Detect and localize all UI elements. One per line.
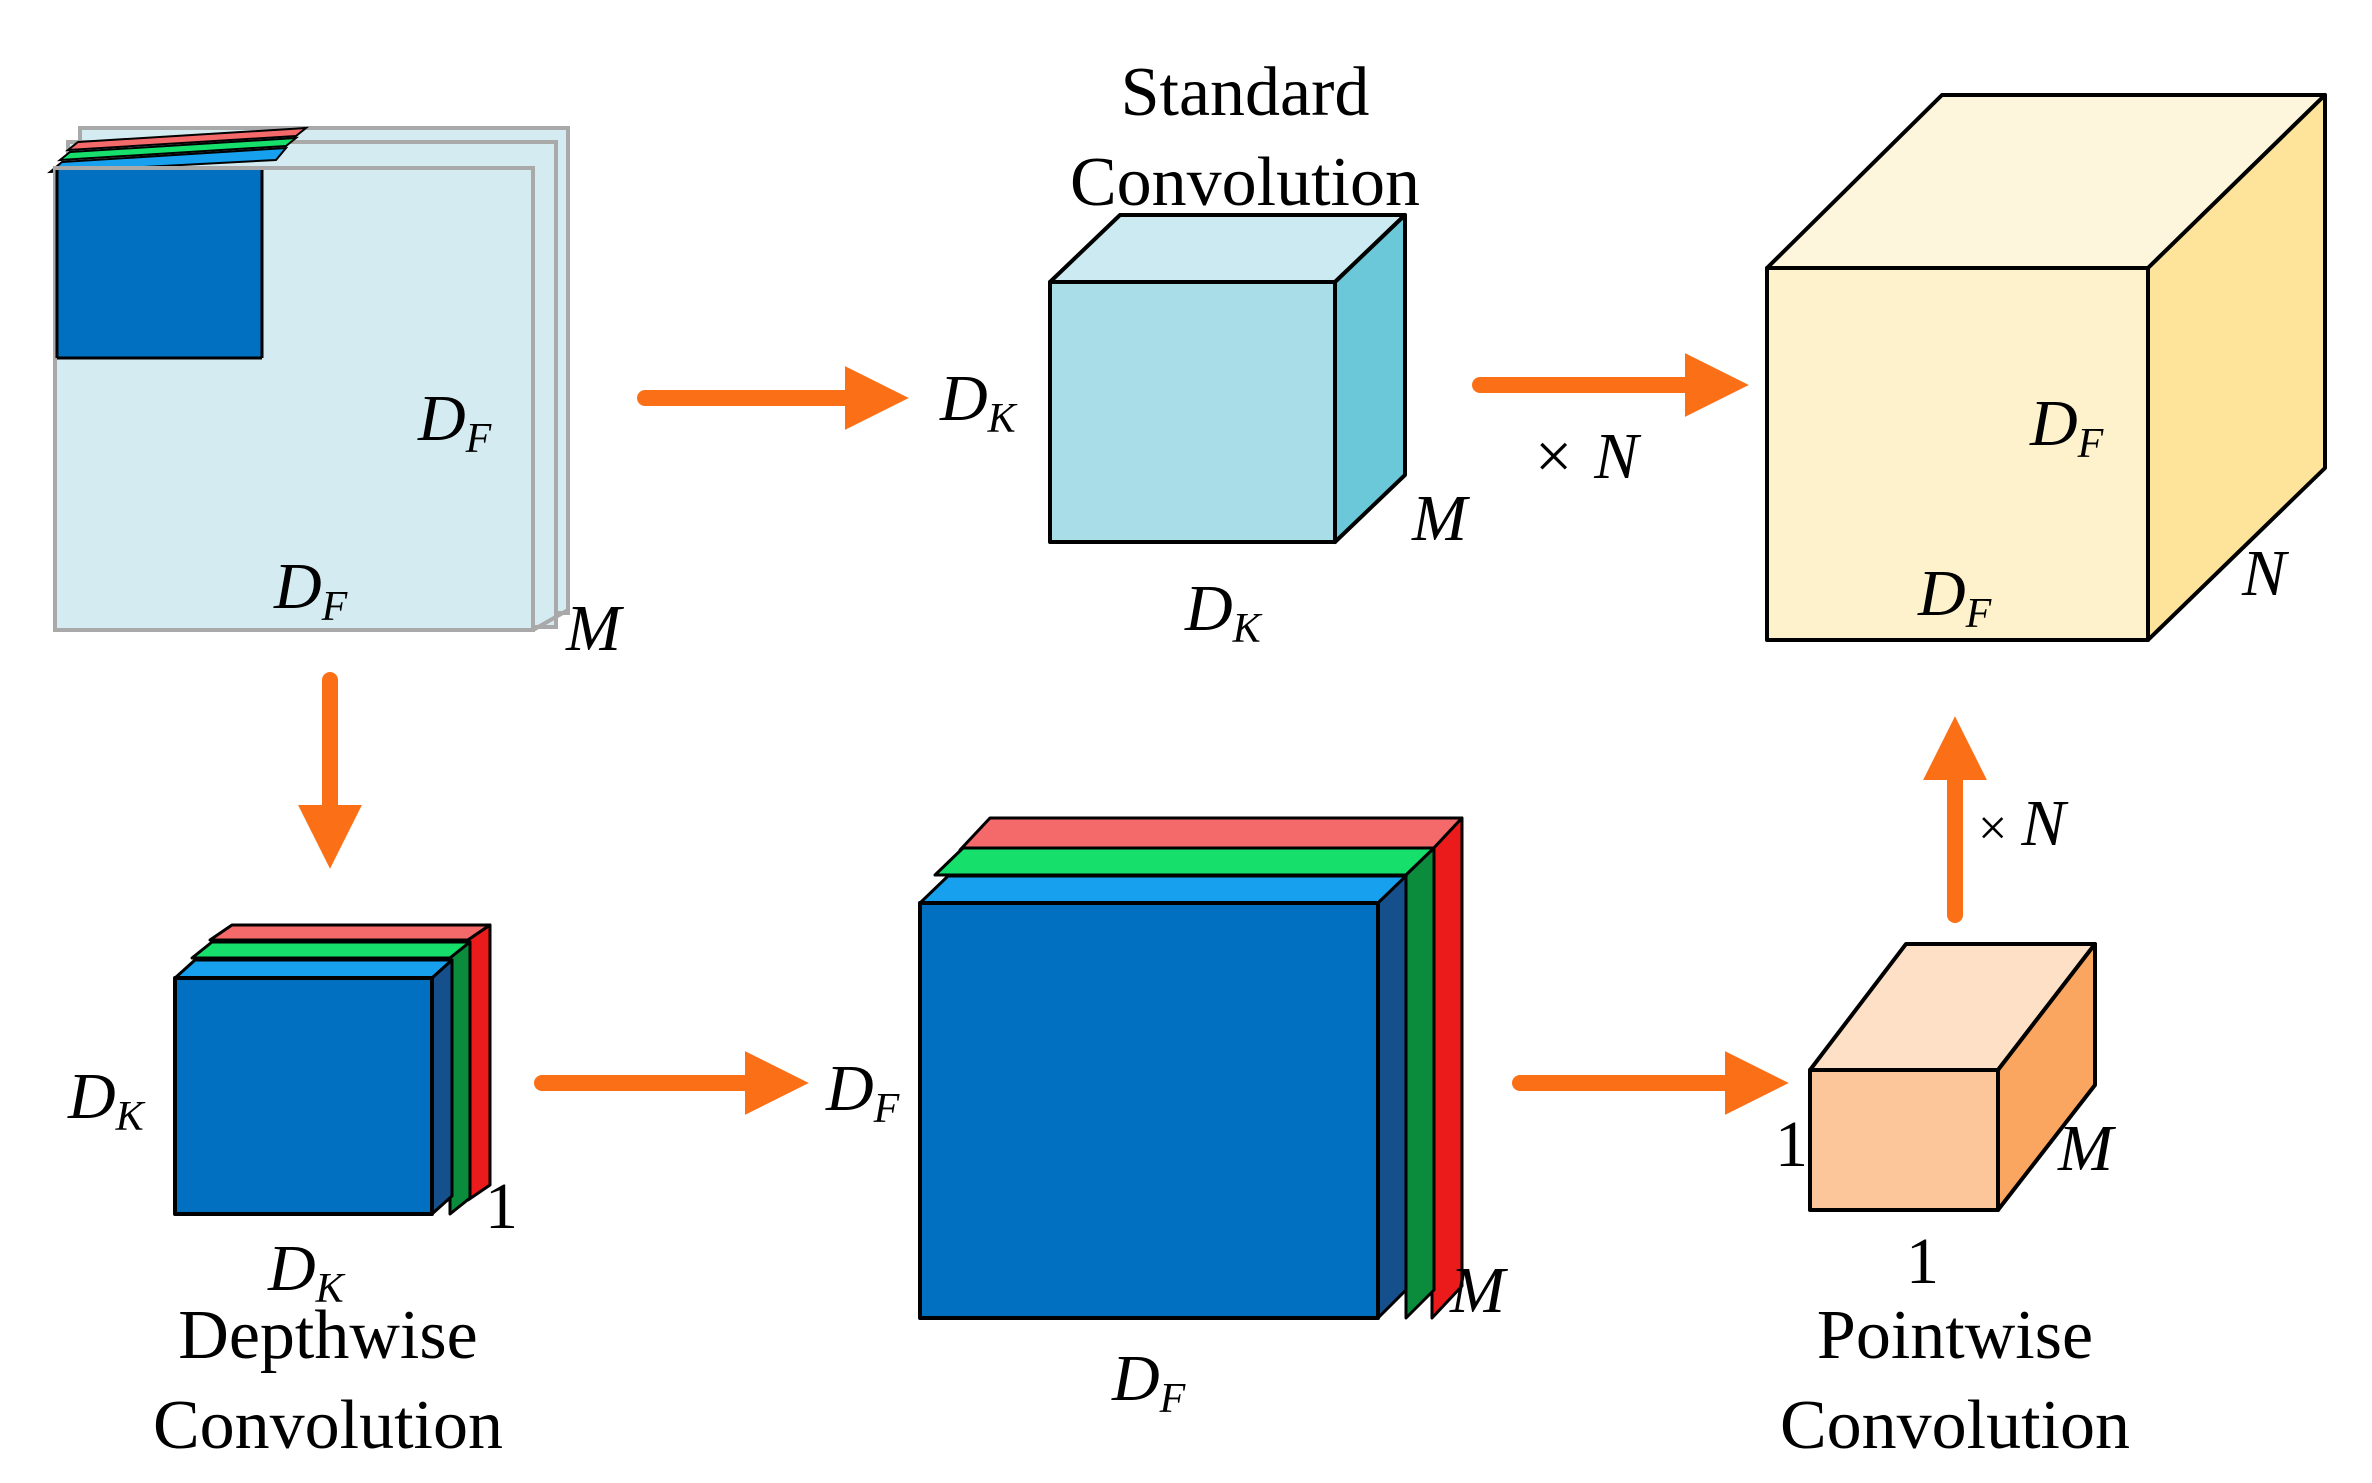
input-feature-map: DF DF M xyxy=(47,126,625,665)
output-height-label: DF xyxy=(2029,387,2104,467)
pointwise-kernel-depth-label: M xyxy=(2057,1112,2117,1185)
standard-caption-line1: Standard xyxy=(1121,54,1370,131)
depthwise-output-height-label: DF xyxy=(825,1052,900,1132)
depthwise-output-width-label: DF xyxy=(1111,1342,1186,1422)
pointwise-times-label: ×N xyxy=(1978,787,2069,860)
output-depth-label: N xyxy=(2241,537,2290,610)
depthwise-kernel-height-label: DK xyxy=(67,1060,146,1140)
output-front xyxy=(1765,266,2150,642)
standard-kernel-depth-label: M xyxy=(1411,482,1471,555)
pointwise-caption-line1: Pointwise xyxy=(1817,1297,2093,1374)
standard-kernel: Standard Convolution DK DK M xyxy=(939,54,1471,652)
output-feature-map: DF DF N xyxy=(1765,93,2327,642)
input-kernel-window xyxy=(57,170,262,358)
input-height-label: DF xyxy=(417,382,492,462)
standard-kernel-width-label: DK xyxy=(1184,572,1263,652)
input-width-label: DF xyxy=(273,550,348,630)
depthwise-output-front xyxy=(918,901,1380,1320)
pointwise-caption-line2: Convolution xyxy=(1780,1387,2130,1464)
depthwise-output-depth-label: M xyxy=(1449,1254,1509,1327)
pointwise-kernel-width-label: 1 xyxy=(1906,1225,1939,1298)
depthwise-caption-line2: Convolution xyxy=(153,1387,503,1464)
depthwise-kernel-width-label: DK xyxy=(267,1232,346,1312)
depthwise-output: DF DF M xyxy=(825,816,1509,1422)
standard-times-label: ×N xyxy=(1535,420,1642,493)
standard-kernel-height-label: DK xyxy=(939,362,1018,442)
input-kernel-green-strip xyxy=(56,136,300,162)
input-kernel-red-strip xyxy=(64,126,310,152)
standard-caption-line2: Convolution xyxy=(1070,144,1420,221)
depthwise-kernel-depth-label: 1 xyxy=(485,1170,518,1243)
input-depth-label: M xyxy=(565,592,625,665)
output-width-label: DF xyxy=(1917,557,1992,637)
arrows xyxy=(298,353,1987,1115)
pointwise-kernel: 1 1 M Pointwise Convolution xyxy=(1775,942,2130,1464)
depthwise-caption-line1: Depthwise xyxy=(178,1297,477,1374)
depthwise-kernel-front xyxy=(173,976,434,1216)
pointwise-kernel-height-label: 1 xyxy=(1775,1108,1808,1181)
depthwise-kernels: DK DK 1 Depthwise Convolution xyxy=(67,923,518,1464)
standard-kernel-front xyxy=(1048,280,1337,544)
pointwise-kernel-front xyxy=(1808,1068,2000,1212)
